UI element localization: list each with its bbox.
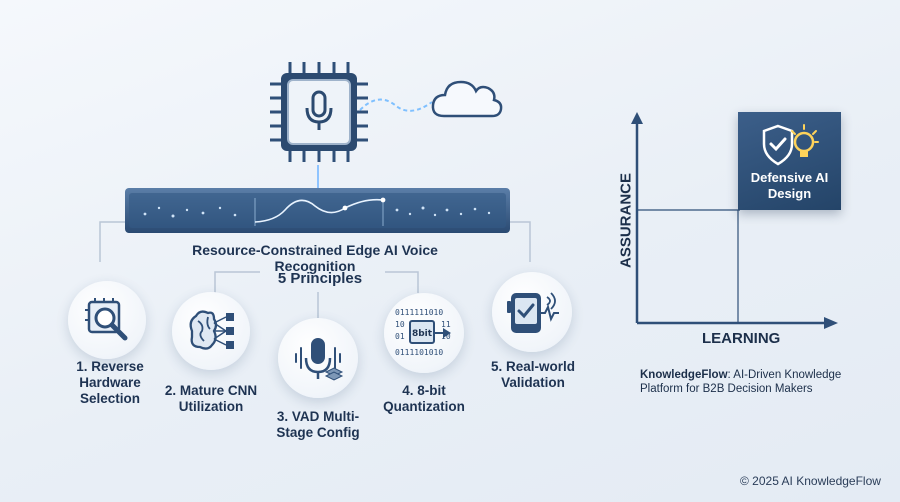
brand-name: KnowledgeFlow <box>640 369 728 381</box>
brand-tagline: : AI-Driven Knowledge Platform for B2B D… <box>640 369 842 395</box>
binary-8bit-icon: 0111111010 10 11 01 10 0111101010 8bit <box>395 308 451 357</box>
x-axis-label: LEARNING <box>702 330 781 347</box>
y-axis-label: ASSURANCE <box>617 173 635 269</box>
quant-line-6: 0111101010 <box>395 348 443 357</box>
quant-line-2: 10 <box>395 320 405 329</box>
principle-1-circle <box>68 281 146 359</box>
device-checkmark-icon <box>507 292 559 333</box>
principle-5-label: 5. Real-world Validation <box>490 359 576 390</box>
magnifier-chip-icon <box>85 298 128 341</box>
cloud-icon <box>430 74 504 120</box>
shield-lightbulb-icon <box>762 124 819 166</box>
principle-5-circle <box>492 272 572 352</box>
quant-line-1: 0111111010 <box>395 308 443 317</box>
principles-subtitle: 5 Principles <box>277 270 363 287</box>
quant-line-3: 11 <box>441 320 451 329</box>
principle-2-label: 2. Mature CNN Utilization <box>164 383 258 414</box>
principle-3-label: 3. VAD Multi- Stage Config <box>276 409 360 440</box>
neural-network-icon <box>189 310 234 350</box>
copyright-text: © 2025 AI KnowledgeFlow <box>740 474 881 488</box>
principle-1-label: 1. Reverse Hardware Selection <box>76 359 144 406</box>
assurance-learning-matrix <box>631 112 838 329</box>
principle-4-circle: 0111111010 10 11 01 10 0111101010 8bit <box>384 293 464 373</box>
main-title: Resource-Constrained Edge AI Voice Recog… <box>192 242 438 274</box>
chip-microphone-icon <box>268 60 370 164</box>
defensive-ai-label: Defensive AI Design <box>750 170 829 201</box>
signal-waveform-bar <box>125 188 510 233</box>
microphone-waveform-icon <box>295 338 344 381</box>
principle-3-circle <box>278 318 358 398</box>
defensive-ai-box: Defensive AI Design <box>738 112 841 210</box>
quant-line-4: 01 <box>395 332 405 341</box>
knowledgeflow-caption: KnowledgeFlow: AI-Driven Knowledge Platf… <box>640 368 860 396</box>
principle-2-circle <box>172 292 250 370</box>
principle-4-label: 4. 8-bit Quantization <box>383 383 465 414</box>
quant-line-5: 10 <box>441 332 451 341</box>
quant-chip-text: 8bit <box>412 329 433 339</box>
